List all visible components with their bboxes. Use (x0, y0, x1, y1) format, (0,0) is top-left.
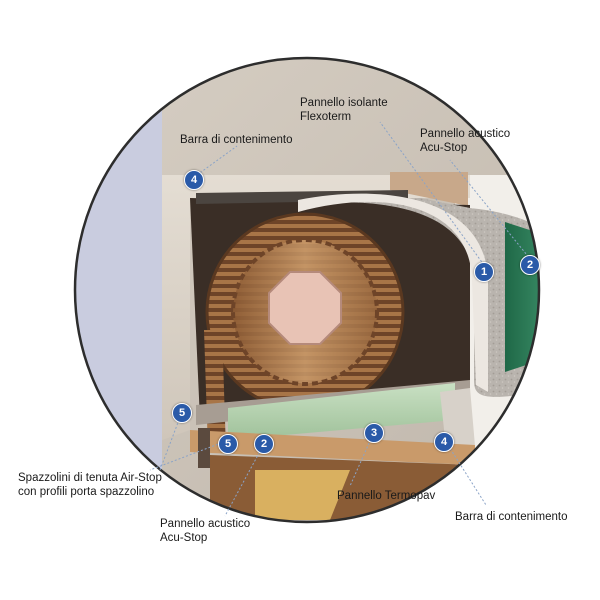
label-acustop-bottom: Pannello acustico Acu-Stop (160, 517, 250, 545)
badge-4-bottom: 4 (434, 432, 454, 452)
badge-5-left: 5 (172, 403, 192, 423)
badge-2-top: 2 (520, 255, 540, 275)
label-flexoterm-line2: Flexoterm (300, 111, 352, 123)
label-termopav-text: Pannello Termopav (337, 490, 436, 502)
acu-stop-panel-top (505, 222, 539, 372)
air-stop-brush (198, 428, 210, 468)
circle-border (73, 56, 541, 524)
window-light (255, 470, 350, 520)
badge-4-top: 4 (184, 170, 204, 190)
label-barra-top: Barra di contenimento (180, 133, 293, 147)
roller-slat-ring (231, 238, 379, 386)
label-acustop-bottom-line1: Pannello acustico (160, 518, 251, 530)
roller-shaft (268, 271, 342, 345)
label-flexoterm-line1: Pannello isolante (300, 97, 388, 109)
label-flexoterm: Pannello isolante Flexoterm (300, 96, 388, 124)
label-airstop-line1: Spazzolini di tenuta Air-Stop (18, 472, 162, 484)
label-barra-bottom: Barra di contenimento (455, 510, 568, 524)
badge-1: 1 (474, 262, 494, 282)
badge-2-bottom: 2 (254, 434, 274, 454)
label-barra-bottom-text: Barra di contenimento (455, 511, 568, 523)
label-acustop-top: Pannello acustico Acu-Stop (420, 127, 510, 155)
label-airstop: Spazzolini di tenuta Air-Stop con profil… (18, 471, 162, 499)
label-acustop-bottom-line2: Acu-Stop (160, 532, 208, 544)
label-airstop-line2: con profili porta spazzolino (18, 486, 155, 498)
badge-5-bottom: 5 (218, 434, 238, 454)
badge-3: 3 (364, 423, 384, 443)
label-acustop-top-line1: Pannello acustico (420, 128, 511, 140)
label-barra-top-text: Barra di contenimento (180, 134, 293, 146)
label-termopav: Pannello Termopav (337, 489, 435, 503)
termopav-panel (228, 383, 455, 440)
label-acustop-top-line2: Acu-Stop (420, 142, 468, 154)
